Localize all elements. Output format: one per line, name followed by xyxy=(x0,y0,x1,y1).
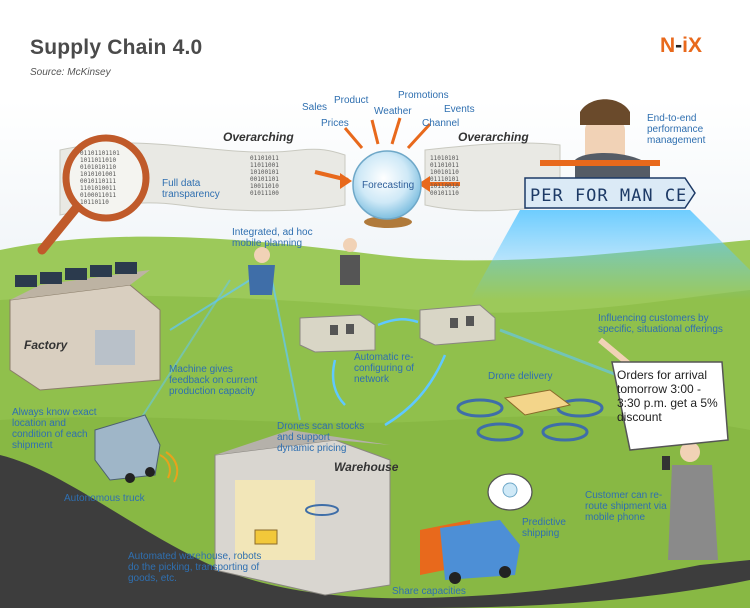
drone-icon xyxy=(456,389,604,442)
logo-n: N xyxy=(660,34,676,57)
warehouse-label: Warehouse xyxy=(334,460,399,474)
person-icon-planner xyxy=(248,247,275,295)
weather-label: Weather xyxy=(374,106,412,117)
person-icon-customer xyxy=(662,442,718,560)
full-data-transparency-label: Full data transparency xyxy=(162,178,220,200)
building-small-2 xyxy=(419,304,496,346)
road xyxy=(0,455,750,608)
overarching-right-label: Overarching xyxy=(458,130,529,144)
logo-dash: - xyxy=(675,34,683,57)
delivery-truck-icon xyxy=(420,520,520,584)
warehouse-drone xyxy=(305,504,339,516)
network-arrow-right xyxy=(384,354,447,427)
automatic-reconfig-label: Automatic re-configuring of network xyxy=(354,352,415,385)
predictive-shipping-label: Predictive shipping xyxy=(522,517,566,539)
offer-bubble xyxy=(611,361,729,451)
network-arrow-left xyxy=(331,359,346,406)
factory-icon xyxy=(9,262,161,391)
automated-warehouse-label: Automated warehouse, robots do the picki… xyxy=(128,551,262,584)
truck-icon xyxy=(94,414,161,483)
end-to-end-label: End-to-end performance management xyxy=(647,113,706,146)
binary-left-stream: 01101011 11011001 10100101 00101101 1001… xyxy=(250,155,279,197)
customer-reroute-label: Customer can re-route shipment via mobil… xyxy=(585,490,667,523)
hand-icon xyxy=(598,337,632,368)
factory-label: Factory xyxy=(24,338,68,352)
product-label: Product xyxy=(334,95,369,106)
machine-feedback-label: Machine gives feedback on current produc… xyxy=(169,364,258,397)
sales-label: Sales xyxy=(302,102,328,113)
crystal-ball-icon xyxy=(352,150,422,220)
person-icon-manager xyxy=(540,99,660,180)
offer-bubble-text: Orders for arrival tomorrow 3:00 - 3:30 … xyxy=(617,368,718,424)
network-arrow-top xyxy=(377,318,419,327)
person-icon-planner-2 xyxy=(340,238,360,285)
forecasting-label: Forecasting xyxy=(362,180,415,191)
promotions-label: Promotions xyxy=(398,90,449,101)
performance-sign-text: PER FOR MAN CE xyxy=(530,186,688,206)
magnifier-icon xyxy=(37,134,150,255)
always-know-label: Always know exact location and condition… xyxy=(12,407,97,451)
drone-delivery-label: Drone delivery xyxy=(488,371,553,382)
channel-label: Channel xyxy=(422,118,460,129)
events-label: Events xyxy=(444,104,475,115)
source-caption: Source: McKinsey xyxy=(30,67,111,78)
prices-label: Prices xyxy=(321,118,349,129)
autonomous-truck-label: Autonomous truck xyxy=(64,493,145,504)
building-small-1 xyxy=(299,314,376,353)
phone-icon xyxy=(662,456,670,470)
influencing-customers-label: Influencing customers by specific, situa… xyxy=(598,313,723,335)
performance-beam xyxy=(470,210,750,300)
share-capacities-label: Share capacities xyxy=(392,586,466,597)
performance-sign xyxy=(524,177,696,209)
warehouse-icon xyxy=(214,430,391,596)
crystal-ball-base xyxy=(364,216,412,228)
binary-right-stream: 11010101 01101011 10010110 01110101 1011… xyxy=(430,155,459,197)
logo-ix: iX xyxy=(682,34,703,57)
drones-scan-label: Drones scan stocks and support dynamic p… xyxy=(277,421,365,454)
overarching-left-label: Overarching xyxy=(223,130,294,144)
page-title: Supply Chain 4.0 xyxy=(30,36,203,59)
light-bulb-icon xyxy=(487,473,533,511)
integrated-planning-label: Integrated, ad hoc mobile planning xyxy=(232,227,313,249)
warehouse-robot xyxy=(254,529,278,545)
binary-in-lens: 01101101101 1011011010 0101010110 101010… xyxy=(80,150,120,206)
logo: N-iX xyxy=(660,34,702,58)
